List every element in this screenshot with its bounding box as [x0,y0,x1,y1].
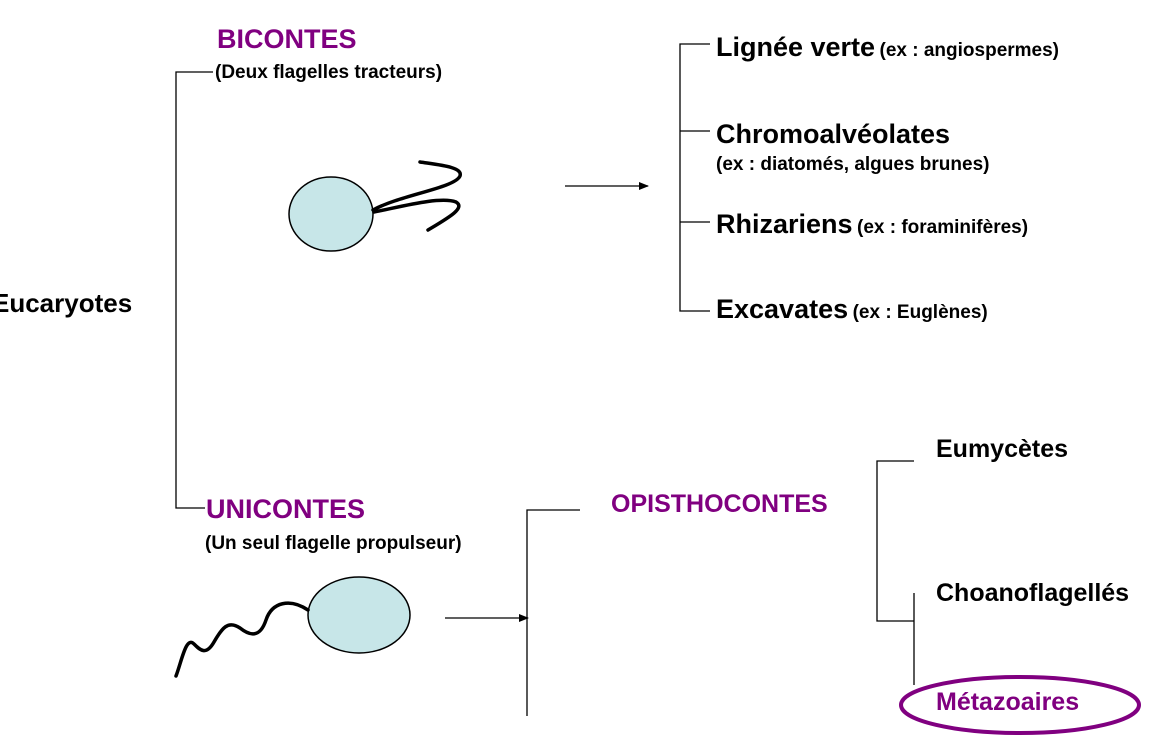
bicontes-cell [288,176,374,252]
bicontes-groups-bracket [679,43,710,312]
opisthocontes-label: OPISTHOCONTES [611,490,828,518]
group-eumycetes: Eumycètes [936,435,1069,463]
group-chromoalveolates-example: (ex : diatomés, algues brunes) [716,154,990,175]
group-name: Lignée verte [716,32,876,62]
root-label: Eucaryotes [0,288,133,318]
unicontes-flagellum [174,601,310,678]
group-excavates: Excavates (ex : Euglènes) [716,296,988,323]
group-lignee-verte: Lignée verte (ex : angiospermes) [716,34,1059,61]
unicontes-bracket [526,509,580,716]
unicontes-subtitle: (Un seul flagelle propulseur) [205,533,462,554]
group-example: (ex : foraminifères) [857,217,1029,238]
group-name: Excavates [716,294,849,324]
opisthocontes-bracket [876,460,914,622]
group-name: Rhizariens [716,209,853,239]
metazoaires-highlight [899,675,1141,735]
eucaryotes-bracket [175,71,213,509]
bicontes-title: BICONTES [217,24,357,54]
group-metazoaires: Métazoaires [936,688,1080,716]
group-rhizariens: Rhizariens (ex : foraminifères) [716,211,1028,238]
unicontes-cell [307,576,411,654]
bicontes-flagella [371,160,462,232]
group-choanoflagelles: Choanoflagellés [936,579,1130,607]
unicontes-title: UNICONTES [206,494,366,524]
group-example: (ex : angiospermes) [879,40,1060,61]
group-example: (ex : Euglènes) [852,302,988,323]
group-chromoalveolates: Chromoalvéolates [716,119,951,149]
bicontes-subtitle: (Deux flagelles tracteurs) [215,62,443,83]
